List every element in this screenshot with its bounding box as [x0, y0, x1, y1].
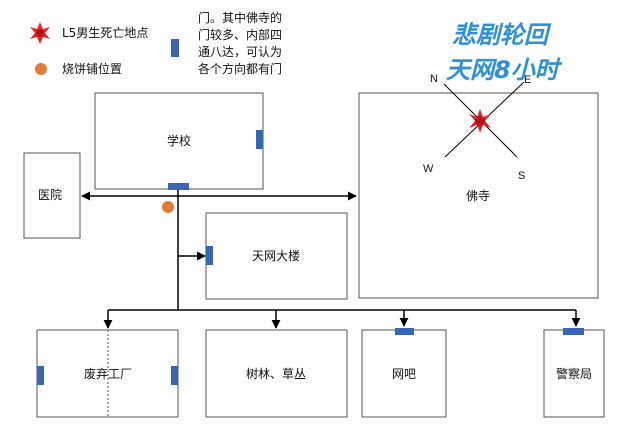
hospital-building: 医院: [23, 152, 81, 239]
police-station-building: 警察局: [543, 328, 605, 418]
factory-label: 废弃工厂: [84, 366, 132, 381]
school-building: 学校: [94, 92, 264, 190]
factory-west-door: [37, 366, 44, 385]
tianwang-building-door: [206, 246, 213, 265]
compass-west: W: [423, 163, 434, 175]
hospital-label: 医院: [38, 188, 62, 202]
woods-label: 树林、草丛: [246, 366, 306, 381]
logo-line-1: 悲剧轮回: [452, 21, 552, 49]
internet-cafe-building: 网吧: [361, 328, 447, 418]
compass-rose: N E W S: [423, 73, 531, 182]
school-south-door: [168, 183, 189, 190]
tianwang-building: 天网大楼: [205, 212, 348, 300]
tianwang-building-label: 天网大楼: [252, 248, 300, 263]
connector-lines: [81, 189, 581, 329]
compass-north: N: [430, 73, 438, 85]
logo-line-2: 天网8小时: [446, 56, 563, 84]
legend: L5男生死亡地点 烧饼铺位置 门。其中佛寺的 门较多、内部四 通八达，可认为 各…: [30, 10, 282, 76]
death-marker-legend-icon: [30, 22, 50, 44]
door-note-line-1: 门。其中佛寺的: [198, 10, 282, 25]
internet-cafe-door: [395, 328, 414, 335]
death-location-label: L5男生死亡地点: [62, 26, 148, 40]
shop-location-label: 烧饼铺位置: [62, 61, 122, 76]
factory-east-door: [171, 366, 178, 385]
woods-area: 树林、草丛: [205, 329, 348, 418]
school-east-door: [256, 130, 263, 149]
police-station-door: [563, 328, 584, 335]
door-note-line-3: 通八达，可认为: [198, 45, 282, 59]
internet-cafe-label: 网吧: [392, 367, 416, 381]
door-note-line-2: 门较多、内部四: [198, 27, 282, 42]
compass-east: E: [524, 74, 531, 86]
door-note-line-4: 各个方向都有门: [198, 61, 282, 76]
factory-building: 废弃工厂: [36, 329, 179, 418]
death-location-marker: [469, 109, 491, 133]
door-legend-icon: [171, 39, 179, 57]
school-label: 学校: [167, 133, 191, 148]
temple-label: 佛寺: [466, 189, 490, 203]
police-station-label: 警察局: [556, 366, 592, 381]
compass-south: S: [518, 170, 525, 182]
shop-marker: [162, 201, 174, 213]
program-logo: 悲剧轮回 天网8小时: [446, 21, 563, 84]
shop-marker-legend-icon: [35, 63, 47, 75]
